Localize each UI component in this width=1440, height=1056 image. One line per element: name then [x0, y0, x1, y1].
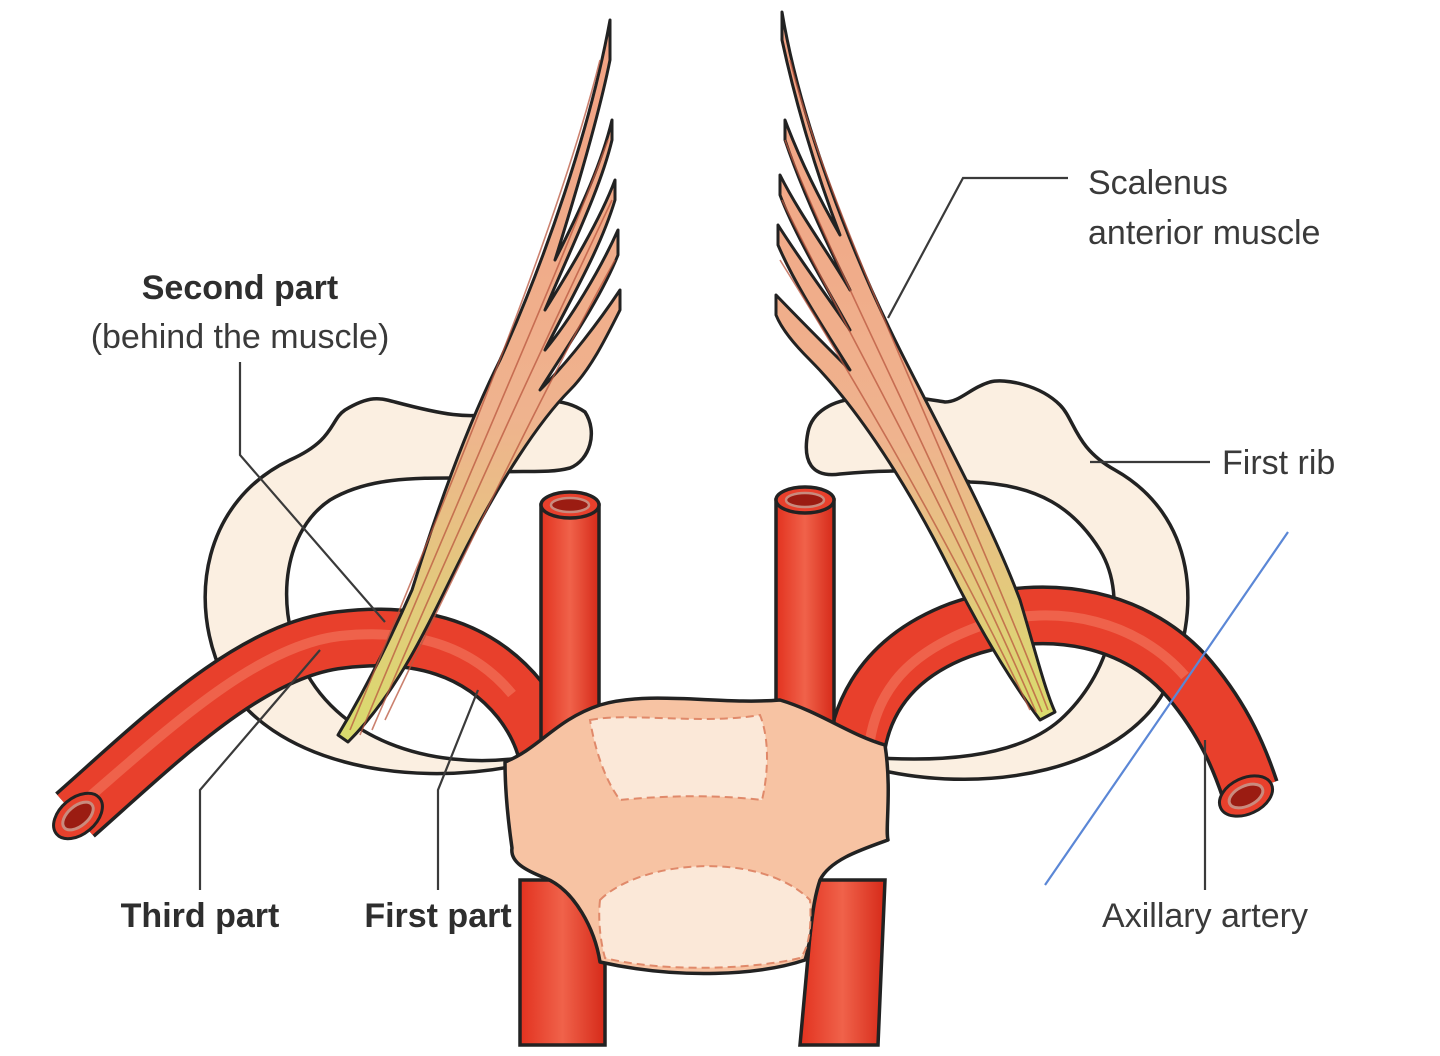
scalenus-label-line1: Scalenus	[1088, 164, 1228, 202]
first-rib-label: First rib	[1222, 444, 1335, 482]
axillary-artery-label: Axillary artery	[1102, 897, 1308, 935]
right-scalenus-muscle	[774, 10, 1057, 722]
left-scalenus-muscle	[336, 18, 622, 744]
left-artery-arch	[55, 607, 582, 838]
manubrium	[503, 696, 890, 976]
second-part-title-label: Second part	[142, 269, 338, 307]
leader-lines	[198, 176, 1210, 890]
left-artery-opening	[52, 791, 104, 841]
scalenus-label-line2: anterior muscle	[1088, 214, 1320, 252]
third-part-label: Third part	[121, 897, 280, 935]
right-artery-opening	[1218, 774, 1274, 818]
lower-vessels	[518, 878, 887, 1047]
first-part-label: First part	[364, 897, 511, 935]
second-part-note-label: (behind the muscle)	[91, 318, 390, 356]
rib-border-guide-line	[1044, 531, 1289, 886]
